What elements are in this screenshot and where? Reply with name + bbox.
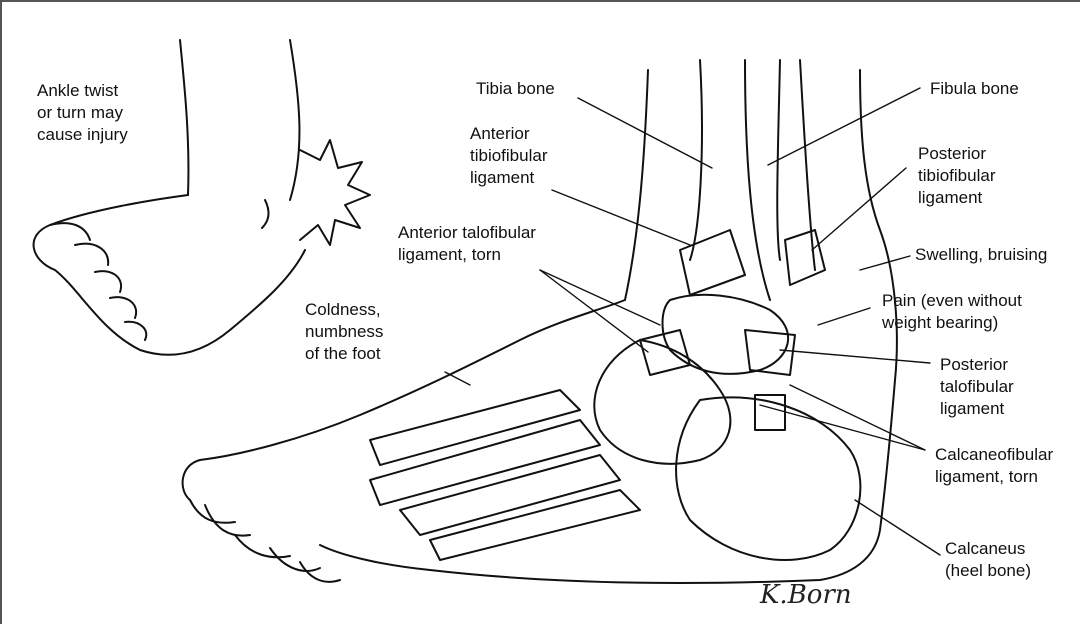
anterior-talofibular-ligament-label: Anterior talofibular ligament, torn [398,222,536,266]
pain-label: Pain (even without weight bearing) [882,290,1022,334]
anterior-tibiofibular-ligament-label: Anterior tibiofibular ligament [470,123,548,189]
swelling-bruising-label: Swelling, bruising [915,244,1047,266]
calcaneofibular-ligament-label: Calcaneofibular ligament, torn [935,444,1053,488]
artist-signature: K.Born [760,580,852,610]
coldness-numbness-label: Coldness, numbness of the foot [305,299,383,365]
posterior-talofibular-ligament-label: Posterior talofibular ligament [940,354,1014,420]
ankle-twist-label: Ankle twist or turn may cause injury [37,80,128,146]
posterior-tibiofibular-ligament-label: Posterior tibiofibular ligament [918,143,996,209]
tibia-bone-label: Tibia bone [476,78,555,100]
calcaneus-label: Calcaneus (heel bone) [945,538,1031,582]
fibula-bone-label: Fibula bone [930,78,1019,100]
